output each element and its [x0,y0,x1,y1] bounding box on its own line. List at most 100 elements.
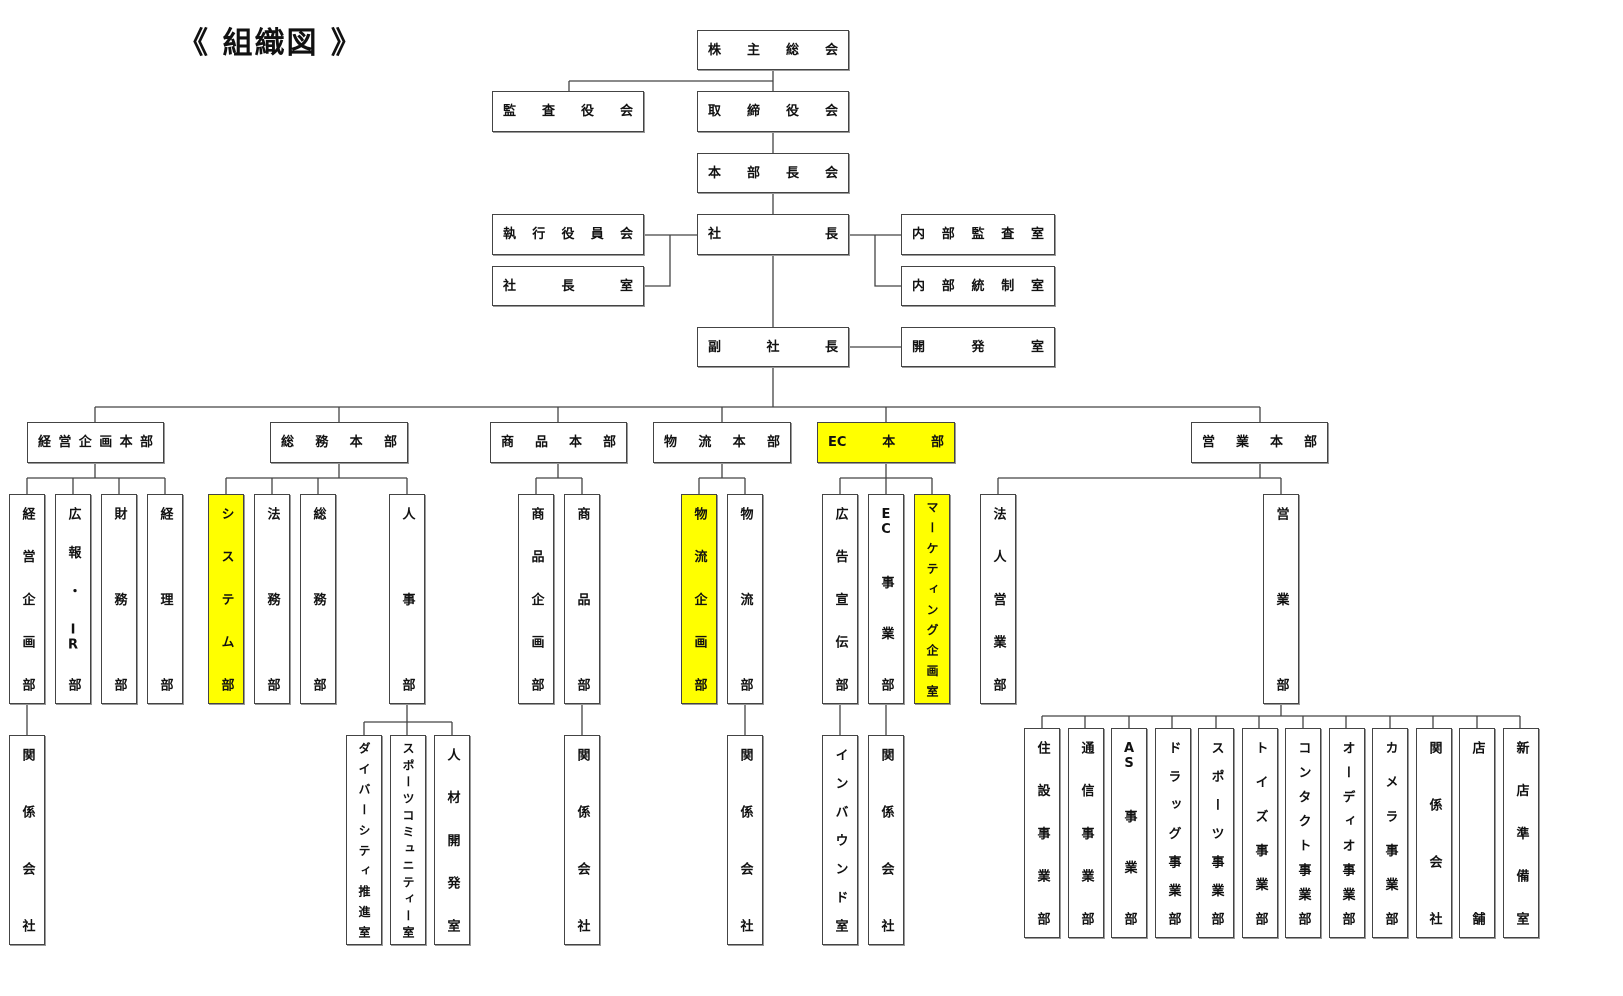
org-box-sales-hq: 営業本部 [1191,422,1328,463]
org-box-label: 経営企画部 [19,507,35,691]
org-box-label: 経理部 [157,507,173,691]
org-box-label: 商品部 [574,507,590,691]
org-box-label: 関係会社 [1426,741,1442,925]
org-box-label: 通信事業部 [1078,741,1094,925]
org-box-ec-business-dept: EC事業部 [868,494,904,704]
org-box-sports-business-dept: スポーツ事業部 [1198,728,1234,938]
org-box-label: コンタクト事業部 [1295,741,1311,925]
org-box-label: 物流本部 [664,435,780,450]
org-box-general-affairs-hq: 総務本部 [270,422,408,463]
org-box-telecom-business-dept: 通信事業部 [1068,728,1104,938]
org-box-merch-dept: 商品部 [564,494,600,704]
org-box-internal-audit-office: 内部監査室 [901,214,1055,255]
org-box-label: 内部統制室 [912,278,1044,294]
org-box-camera-business-dept: カメラ事業部 [1372,728,1408,938]
org-box-new-store-prep-office: 新店準備室 [1503,728,1539,938]
org-box-label: 関係会社 [737,748,753,932]
org-box-hr-dept: 人事部 [389,494,425,704]
org-box-audio-business-dept: オーディオ事業部 [1329,728,1365,938]
org-box-vice-president: 副社長 [697,327,849,367]
org-box-label: 営業部 [1273,507,1289,691]
org-box-label: スポーツコミュニティー室 [401,742,415,938]
org-box-label: スポーツ事業部 [1208,741,1224,925]
org-box-label: EC本部 [828,435,944,450]
org-box-label: 関係会社 [878,748,894,932]
org-box-label: 財務部 [111,507,127,691]
org-box-internal-control-office: 内部統制室 [901,266,1055,306]
org-box-pr-ir-dept: 広報・IR部 [55,494,91,704]
org-box-audit-board: 監査役会 [492,91,644,132]
org-box-affiliates-2: 関係会社 [564,735,600,945]
org-box-talent-dev-office: 人材開発室 [434,735,470,945]
org-box-label: 法人営業部 [990,507,1006,691]
org-box-label: 関係会社 [574,748,590,932]
org-box-label: 広報・IR部 [65,507,81,691]
org-box-label: 商品本部 [501,435,616,450]
org-box-system-dept: システム部 [208,494,244,704]
org-box-label: 人事部 [399,507,415,691]
org-box-corp-planning-hq: 経営企画本部 [27,422,164,463]
org-box-general-affairs-dept: 総務部 [300,494,336,704]
org-box-president: 社長 [697,214,849,255]
org-box-label: 関係会社 [19,748,35,932]
org-box-label: トイズ事業部 [1252,741,1268,925]
org-box-accounting-dept: 経理部 [147,494,183,704]
org-box-label: 物流企画部 [691,507,707,691]
org-box-contact-business-dept: コンタクト事業部 [1285,728,1321,938]
org-box-stores: 店舗 [1459,728,1495,938]
org-box-label: ドラッグ事業部 [1165,741,1181,925]
org-box-label: 商品企画部 [528,507,544,691]
org-box-president-office: 社長室 [492,266,644,306]
org-box-label: 株主総会 [708,42,838,58]
org-box-label: 監査役会 [503,104,633,119]
org-box-merch-planning-dept: 商品企画部 [518,494,554,704]
org-box-board-of-directors: 取締役会 [697,91,849,132]
org-box-housing-business-dept: 住設事業部 [1024,728,1060,938]
org-box-label: 人材開発室 [444,748,460,932]
org-box-label: 総務部 [310,507,326,691]
org-box-affiliates-4: 関係会社 [868,735,904,945]
org-box-label: 本部長会 [708,165,838,181]
org-box-label: 社長室 [503,278,633,294]
org-box-logistics-dept: 物流部 [727,494,763,704]
org-box-label: 取締役会 [708,104,838,119]
org-box-label: システム部 [218,507,234,691]
org-box-marketing-planning-office: マーケティング企画室 [914,494,950,704]
org-box-drug-business-dept: ドラッグ事業部 [1155,728,1191,938]
org-box-advertising-dept: 広告宣伝部 [822,494,858,704]
org-box-sports-community-office: スポーツコミュニティー室 [390,735,426,945]
org-box-label: 物流部 [737,507,753,691]
org-box-as-business-dept: AS事業部 [1111,728,1147,938]
org-box-inbound-office: インバウンド室 [822,735,858,945]
org-box-label: 法務部 [264,507,280,691]
org-box-label: 住設事業部 [1034,741,1050,925]
org-box-merchandise-hq: 商品本部 [490,422,627,463]
org-box-label: 広告宣伝部 [832,507,848,691]
org-box-affiliates-3: 関係会社 [727,735,763,945]
org-box-label: AS事業部 [1121,741,1137,925]
org-box-label: 営業本部 [1202,435,1317,450]
org-box-label: ダイバーシティ推進室 [357,742,371,938]
org-box-development-office: 開発室 [901,327,1055,367]
org-box-label: オーディオ事業部 [1339,741,1355,925]
org-box-label: 新店準備室 [1513,741,1529,925]
org-box-label: 副社長 [708,339,838,355]
org-box-label: 社長 [708,227,838,242]
org-box-label: 店舗 [1469,741,1485,925]
org-box-toys-business-dept: トイズ事業部 [1242,728,1278,938]
org-box-division-heads-meeting: 本部長会 [697,153,849,193]
org-box-finance-dept: 財務部 [101,494,137,704]
org-box-logistics-hq: 物流本部 [653,422,791,463]
org-box-label: 内部監査室 [912,227,1044,242]
org-box-ec-hq: EC本部 [817,422,955,463]
org-box-affiliates-5: 関係会社 [1416,728,1452,938]
org-box-label: EC事業部 [878,507,894,691]
org-box-legal-dept: 法務部 [254,494,290,704]
org-box-affiliates-1: 関係会社 [9,735,45,945]
org-box-label: 経営企画本部 [38,435,153,450]
org-box-label: マーケティング企画室 [925,501,939,697]
org-box-label: カメラ事業部 [1382,741,1398,925]
org-box-executive-officers-meeting: 執行役員会 [492,214,644,255]
